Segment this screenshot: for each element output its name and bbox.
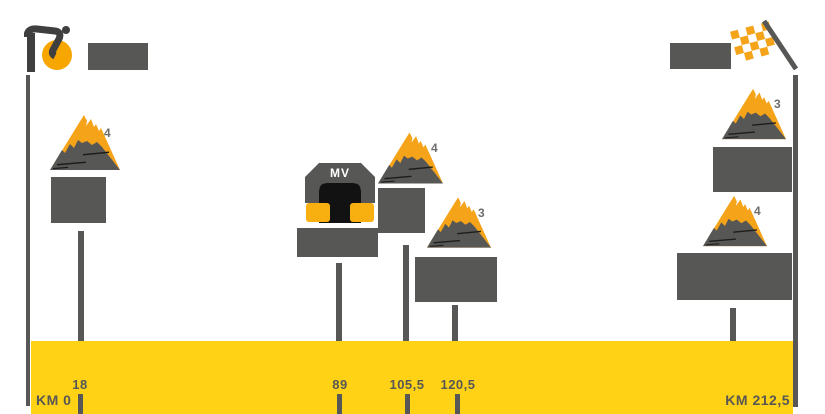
climb-name-box (713, 147, 792, 192)
finish-town-name-box (670, 43, 731, 69)
cyclist-logo-icon (24, 25, 72, 72)
climb-category: 4 (431, 141, 438, 155)
km-subtick (405, 394, 410, 414)
climb-marker-line (730, 308, 736, 357)
climb-category: 4 (104, 126, 111, 140)
landmark-name-box (297, 228, 378, 257)
mountain-icon (703, 195, 767, 247)
checkered-flag-icon (730, 19, 799, 71)
climb-name-box (378, 188, 425, 233)
route-km-bar (31, 341, 793, 414)
km-finish-label: KM 212,5 (725, 392, 790, 408)
km-tick-label: 120,5 (440, 377, 476, 392)
km-subtick (337, 394, 342, 414)
landmark-label: MV (330, 166, 350, 180)
climb-marker-line (78, 231, 84, 350)
km-tick-label: 18 (72, 377, 88, 392)
climb-category: 3 (478, 206, 485, 220)
mountain-icon (378, 132, 443, 184)
mountain-icon (722, 88, 786, 140)
climb-name-box (415, 257, 497, 302)
start-line (26, 75, 30, 406)
climb-category: 4 (754, 204, 761, 218)
climb-marker-line (452, 305, 458, 348)
climb-name-box (677, 253, 792, 300)
climb-category: 3 (774, 97, 781, 111)
climb-name-box (51, 177, 106, 223)
km-tick-label: 105,5 (389, 377, 425, 392)
mountain-icon (427, 197, 491, 248)
climb-marker-line (403, 245, 409, 352)
landmark-marker-line (336, 263, 342, 352)
km-tick-label: 89 (332, 377, 348, 392)
start-town-name-box (88, 43, 148, 70)
finish-line (793, 75, 798, 407)
km-start-label: KM 0 (36, 392, 72, 408)
tunnel-arch-icon (305, 163, 375, 223)
km-subtick (455, 394, 460, 414)
mountain-icon (50, 115, 120, 170)
km-subtick (78, 394, 83, 414)
